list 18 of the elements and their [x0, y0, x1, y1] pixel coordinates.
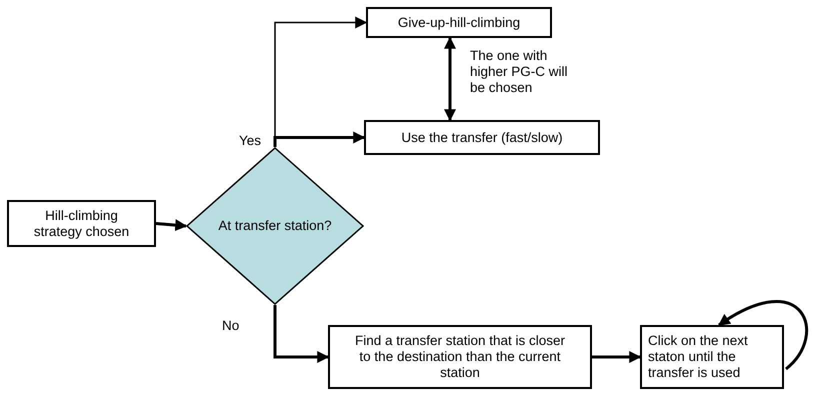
process-box	[7, 200, 156, 247]
node-text: Click on the next staton until the transfer is used	[647, 333, 749, 381]
process-box	[328, 325, 592, 389]
node-text: Use the transfer (fast/slow)	[400, 130, 564, 146]
node-text: At transfer station?	[217, 218, 333, 234]
node-text: Find a transfer station that is closer to the destination than the current station	[354, 333, 566, 381]
arrow	[156, 219, 188, 232]
node-text: Hill-climbing strategy chosen	[32, 208, 130, 240]
arrow	[274, 132, 366, 147]
process-box	[640, 325, 784, 389]
decision-diamond	[186, 147, 364, 305]
node-text: Give-up-hill-climbing	[396, 14, 522, 30]
process-box	[366, 7, 552, 38]
process-box	[364, 120, 600, 155]
loop-arrow	[718, 300, 808, 370]
arrow	[592, 351, 642, 363]
arrow	[274, 305, 330, 363]
arrow	[444, 36, 456, 122]
